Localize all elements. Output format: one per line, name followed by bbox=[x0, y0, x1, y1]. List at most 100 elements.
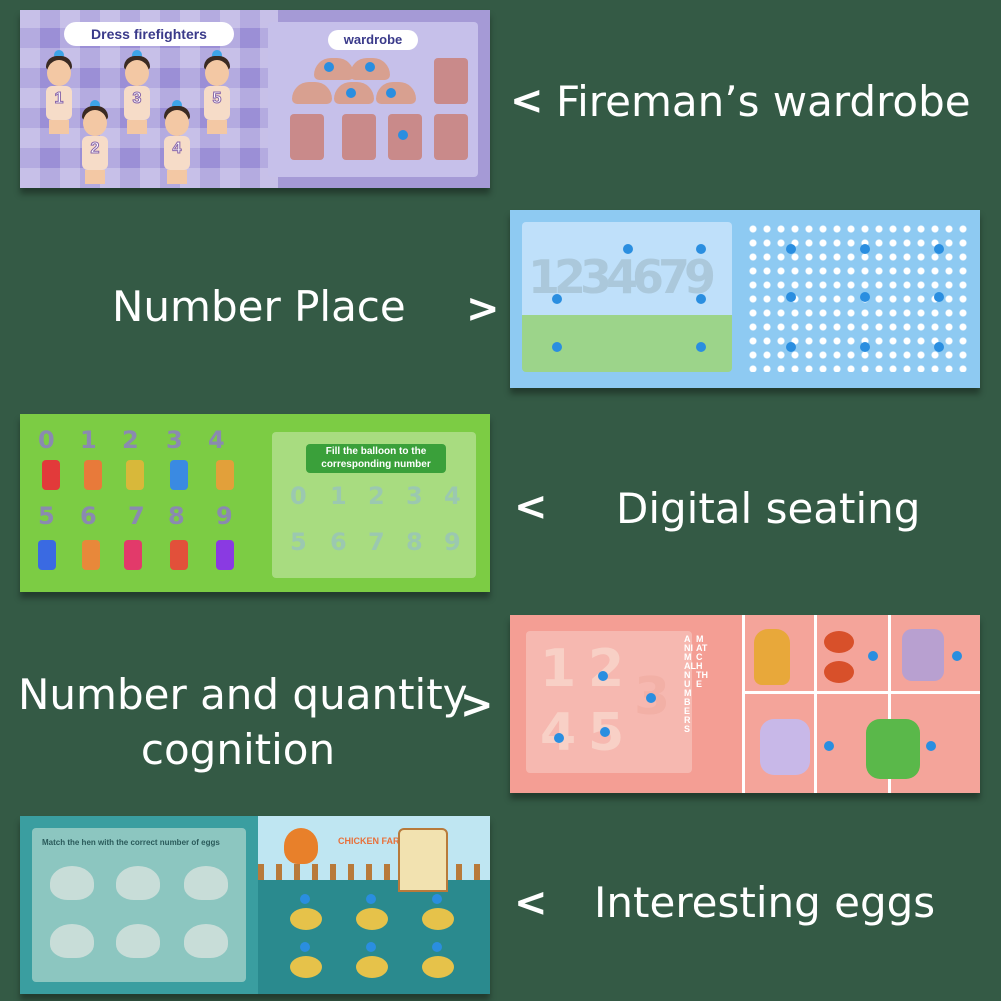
number-board bbox=[526, 631, 692, 773]
fire-coat-icon bbox=[290, 114, 324, 160]
chicken-farm-title: CHICKEN FARM bbox=[338, 836, 407, 846]
duck-icon bbox=[760, 719, 810, 775]
balloon-number: 3 bbox=[166, 426, 183, 454]
velcro-dot bbox=[646, 693, 656, 703]
grid-divider bbox=[814, 615, 817, 793]
frog-icon bbox=[866, 719, 920, 779]
hen-icon bbox=[50, 924, 94, 958]
child-figure bbox=[82, 540, 100, 570]
chicken-coop-icon bbox=[398, 828, 448, 892]
balloon-outline: 4 bbox=[444, 482, 461, 510]
balloon-outline: 9 bbox=[444, 528, 461, 556]
bear-icon bbox=[754, 629, 790, 685]
balloon-number: 5 bbox=[38, 502, 55, 530]
rooster-icon bbox=[284, 828, 318, 864]
velcro-dot bbox=[786, 244, 796, 254]
caption-interesting-eggs: Interesting eggs bbox=[594, 878, 936, 927]
velcro-dot bbox=[696, 244, 706, 254]
vertical-title-match: MATCH THE bbox=[696, 634, 708, 689]
fill-balloon-instruction: Fill the balloon to the corresponding nu… bbox=[306, 444, 446, 473]
caption-number-place: Number Place bbox=[112, 282, 406, 331]
balloon-outline: 0 bbox=[290, 482, 307, 510]
grid-divider bbox=[888, 615, 891, 793]
wardrobe-label: wardrobe bbox=[328, 30, 418, 50]
balloon-outline: 7 bbox=[368, 528, 385, 556]
velcro-dot bbox=[600, 727, 610, 737]
grid-divider bbox=[742, 691, 980, 694]
child-figure bbox=[42, 460, 60, 490]
velcro-dot bbox=[696, 342, 706, 352]
velcro-dot bbox=[300, 942, 310, 952]
squirrel-icon bbox=[824, 661, 854, 683]
velcro-dot bbox=[552, 342, 562, 352]
balloon-outline: 2 bbox=[368, 482, 385, 510]
balloon-number: 1 bbox=[80, 426, 97, 454]
rabbit-icon bbox=[902, 629, 944, 681]
hen-board bbox=[32, 828, 246, 982]
velcro-dot bbox=[934, 292, 944, 302]
egg-nest-icon bbox=[422, 908, 454, 930]
hen-icon bbox=[50, 866, 94, 900]
velcro-dot bbox=[786, 292, 796, 302]
velcro-dot bbox=[598, 671, 608, 681]
child-figure bbox=[170, 540, 188, 570]
number-place-panel: 1234679 bbox=[510, 210, 980, 388]
firefighter-figure-2: 2 bbox=[78, 100, 112, 184]
balloon-number: 7 bbox=[128, 502, 145, 530]
egg-nest-icon bbox=[290, 908, 322, 930]
velcro-dot bbox=[365, 62, 375, 72]
velcro-dot bbox=[366, 894, 376, 904]
velcro-dot bbox=[824, 741, 834, 751]
chevron-left-icon: < bbox=[514, 484, 548, 530]
dress-firefighters-label: Dress firefighters bbox=[64, 22, 234, 46]
velcro-dot bbox=[300, 894, 310, 904]
child-figure bbox=[84, 460, 102, 490]
fire-coat-icon bbox=[434, 58, 468, 104]
balloon-number: 9 bbox=[216, 502, 233, 530]
velcro-dot bbox=[786, 342, 796, 352]
fire-helmet-icon bbox=[292, 82, 332, 104]
velcro-dot bbox=[554, 733, 564, 743]
balloon-number: 4 bbox=[208, 426, 225, 454]
velcro-dot bbox=[926, 741, 936, 751]
balloon-outline: 5 bbox=[290, 528, 307, 556]
velcro-dot bbox=[696, 294, 706, 304]
match-hen-instruction: Match the hen with the correct number of… bbox=[42, 838, 220, 847]
caption-line-2: cognition bbox=[140, 724, 336, 774]
child-figure bbox=[216, 540, 234, 570]
balloon-number: 0 bbox=[38, 426, 55, 454]
velcro-dot bbox=[868, 651, 878, 661]
child-figure bbox=[124, 540, 142, 570]
vertical-title-animal: ANIMAL NUMBERS bbox=[684, 634, 696, 734]
dotted-puzzle-board bbox=[746, 222, 968, 372]
hen-icon bbox=[184, 924, 228, 958]
balloon-number: 6 bbox=[80, 502, 97, 530]
balloon-outline: 8 bbox=[406, 528, 423, 556]
squirrel-icon bbox=[824, 631, 854, 653]
egg-nest-icon bbox=[356, 908, 388, 930]
egg-nest-icon bbox=[356, 956, 388, 978]
hen-icon bbox=[116, 866, 160, 900]
chevron-right-icon: > bbox=[460, 682, 494, 728]
velcro-dot bbox=[952, 651, 962, 661]
caption-line-1: Number and quantity bbox=[18, 670, 468, 719]
fire-coat-icon bbox=[434, 114, 468, 160]
velcro-dot bbox=[386, 88, 396, 98]
velcro-dot bbox=[860, 244, 870, 254]
velcro-dot bbox=[860, 292, 870, 302]
firefighter-figure-1: 1 bbox=[42, 50, 76, 134]
big-number: 2 bbox=[588, 639, 625, 699]
chevron-right-icon: > bbox=[466, 286, 500, 332]
firefighter-figure-3: 3 bbox=[120, 50, 154, 134]
velcro-dot bbox=[346, 88, 356, 98]
balloon-outline: 1 bbox=[330, 482, 347, 510]
big-number: 1 bbox=[540, 639, 577, 699]
balloon-outline: 6 bbox=[330, 528, 347, 556]
chevron-left-icon: < bbox=[514, 880, 548, 926]
balloon-outline: 3 bbox=[406, 482, 423, 510]
firefighter-figure-4: 4 bbox=[160, 100, 194, 184]
number-quantity-panel: 1 2 3 4 5 MATCH THE ANIMAL NUMBERS bbox=[510, 615, 980, 793]
fire-coat-icon bbox=[342, 114, 376, 160]
hen-icon bbox=[116, 924, 160, 958]
velcro-dot bbox=[934, 244, 944, 254]
